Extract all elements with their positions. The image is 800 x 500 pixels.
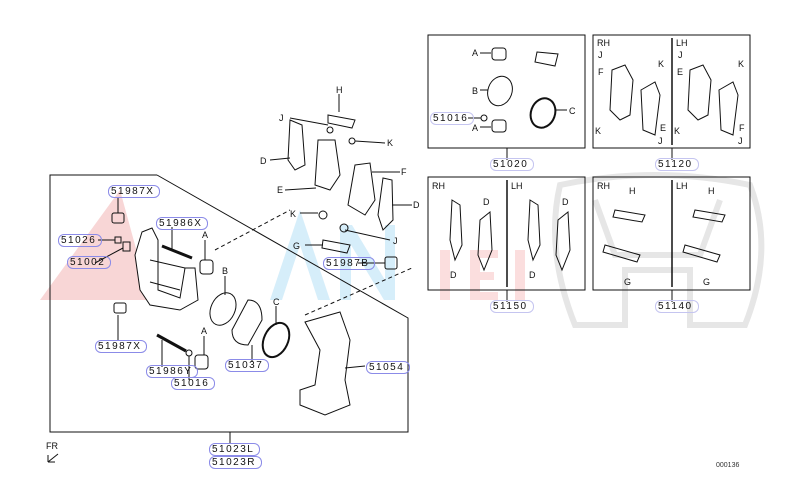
seal-c-icon — [261, 321, 291, 359]
part-label-51150[interactable]: 51150 — [490, 300, 534, 313]
boot-a-icon — [199, 259, 214, 275]
callout-d: D — [450, 270, 457, 280]
part-label-51140[interactable]: 51140 — [655, 300, 699, 313]
rh-label: RH — [597, 181, 610, 191]
part-label-51002[interactable]: 51002 — [67, 256, 112, 269]
callout-j: J — [738, 136, 743, 146]
bolt-icon — [113, 302, 127, 314]
caliper-bracket-icon — [299, 311, 351, 416]
bolt-icon — [111, 212, 125, 224]
watermark-viet — [440, 250, 525, 300]
callout-f: F — [598, 67, 604, 77]
spring-j-icon — [339, 223, 349, 233]
callout-g: G — [624, 277, 632, 287]
callout-f: F — [739, 123, 745, 133]
callout-j: J — [678, 50, 683, 60]
callout-k: K — [674, 126, 681, 136]
pad-f-icon — [347, 162, 376, 216]
wear-indicator-k-icon — [318, 210, 328, 220]
callout-k: K — [658, 59, 665, 69]
diagram-code: 000136 — [716, 462, 740, 469]
shim-d-icon — [377, 177, 394, 231]
callout-j: J — [598, 50, 603, 60]
watermark-triangle — [40, 190, 150, 300]
callout-g: G — [703, 277, 711, 287]
clip-g-icon — [321, 239, 351, 254]
watermark-honda-logo — [552, 172, 765, 328]
part-label-51987x[interactable]: 51987X — [108, 185, 161, 198]
part-label-51987x-lower[interactable]: 51987X — [95, 340, 148, 353]
callout-d: D — [483, 197, 490, 207]
callout-a: A — [472, 123, 479, 133]
part-label-51987b[interactable]: 51987B — [323, 257, 376, 270]
shim-d-icon — [287, 119, 306, 171]
callout-a: A — [201, 326, 208, 336]
callout-k: K — [387, 138, 394, 148]
part-label-51986x[interactable]: 51986X — [156, 217, 209, 230]
part-label-51016-kit[interactable]: 51016 — [430, 112, 475, 125]
caliper-body — [111, 212, 199, 357]
callout-a: A — [472, 48, 479, 58]
guide-pin-icon — [156, 333, 187, 353]
callout-j: J — [279, 113, 284, 123]
boot-a-icon — [194, 354, 209, 370]
watermark-letter-a — [270, 210, 330, 300]
part-label-51120[interactable]: 51120 — [655, 158, 699, 171]
clip-h-icon — [327, 114, 356, 129]
rh-label: RH — [597, 38, 610, 48]
callout-j: J — [658, 136, 663, 146]
dash-line — [214, 209, 291, 251]
callout-d: D — [260, 156, 267, 166]
part-label-51023r[interactable]: 51023R — [209, 456, 263, 469]
callout-e: E — [677, 67, 684, 77]
callout-f: F — [401, 167, 407, 177]
callout-d: D — [529, 270, 536, 280]
callout-c: C — [273, 297, 280, 307]
rh-label: RH — [432, 181, 445, 191]
part-label-51026[interactable]: 51026 — [58, 234, 103, 247]
callout-c: C — [569, 106, 576, 116]
callout-b: B — [472, 86, 479, 96]
part-label-51020[interactable]: 51020 — [490, 158, 535, 171]
callout-k: K — [738, 59, 745, 69]
callout-d: D — [413, 200, 420, 210]
callout-d: D — [562, 197, 569, 207]
part-label-51016[interactable]: 51016 — [171, 377, 216, 390]
callout-h: H — [336, 85, 343, 95]
callout-e: E — [277, 185, 284, 195]
callout-a: A — [202, 230, 209, 240]
part-label-51023l[interactable]: 51023L — [209, 443, 261, 456]
callout-k: K — [595, 126, 602, 136]
callout-k: K — [290, 209, 297, 219]
bolt-51987b-icon — [384, 256, 398, 270]
callout-h: H — [708, 186, 715, 196]
callout-h: H — [629, 186, 636, 196]
callout-g: G — [293, 241, 301, 251]
front-direction-arrow-icon — [47, 453, 59, 463]
seal-b-icon — [209, 292, 237, 326]
lh-label: LH — [676, 38, 688, 48]
front-direction-label: FR — [46, 441, 58, 451]
callout-j: J — [393, 236, 398, 246]
guide-pin-icon — [161, 244, 193, 260]
caliper-assembly-frame — [49, 174, 409, 433]
lh-label: LH — [676, 181, 688, 191]
part-label-51054[interactable]: 51054 — [366, 361, 411, 374]
pad-e-icon — [314, 139, 341, 191]
piston-icon — [231, 299, 263, 346]
dash-line — [304, 267, 413, 316]
part-label-51037[interactable]: 51037 — [225, 359, 270, 372]
callout-e: E — [660, 123, 667, 133]
lh-label: LH — [511, 181, 523, 191]
callout-b: B — [222, 266, 229, 276]
